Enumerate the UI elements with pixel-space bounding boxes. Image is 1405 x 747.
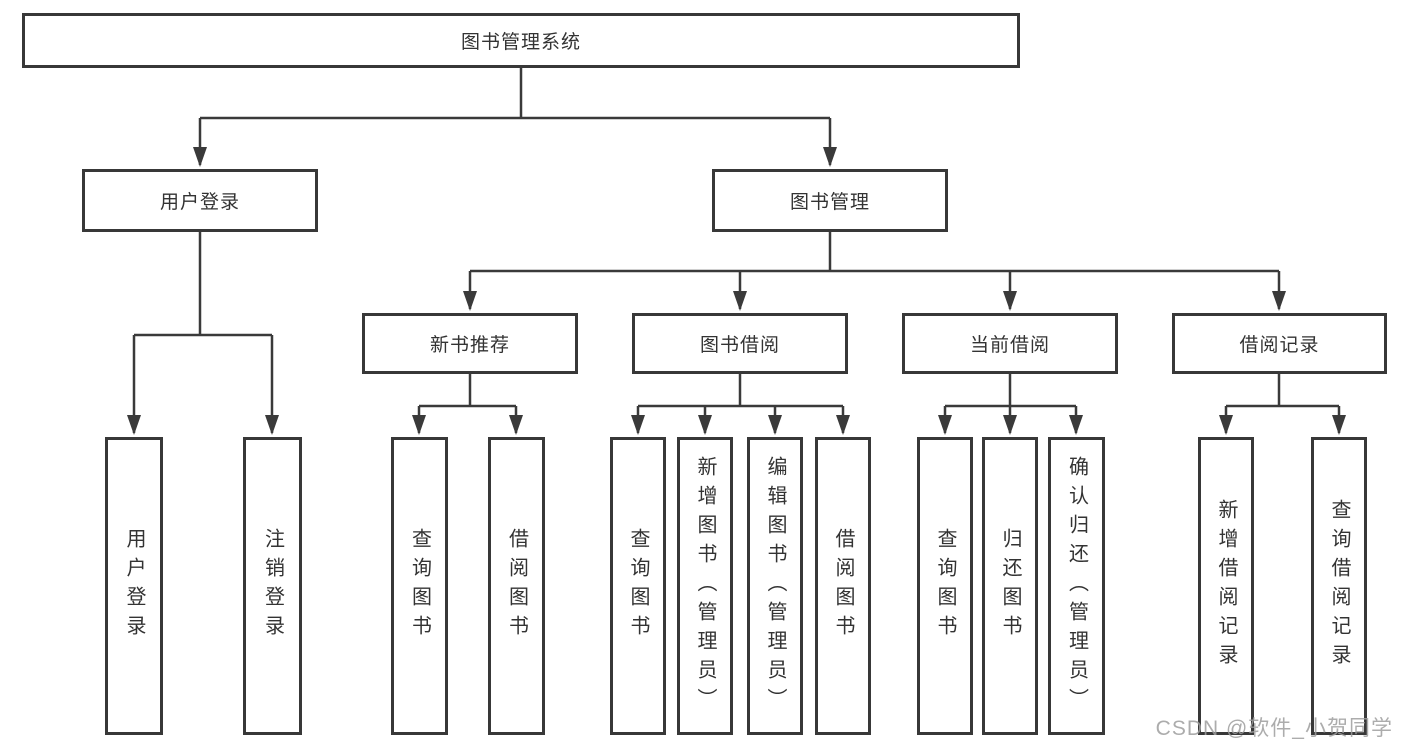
node-user-login-branch-label: 用户登录 bbox=[159, 192, 240, 213]
leaf-br-query-record-label: 查询借阅记录 bbox=[1328, 499, 1350, 673]
leaf-bb-add-book: 新增图书（管理员） bbox=[677, 437, 733, 735]
node-book-borrow-label: 图书借阅 bbox=[699, 335, 780, 356]
node-new-book-rec-label: 新书推荐 bbox=[429, 335, 510, 356]
node-book-mgmt-branch: 图书管理 bbox=[712, 169, 948, 232]
leaf-rec-query-book-label: 查询图书 bbox=[408, 528, 431, 644]
leaf-user-login-label: 用户登录 bbox=[123, 528, 145, 644]
node-borrow-records-label: 借阅记录 bbox=[1239, 335, 1320, 356]
leaf-cb-query-book: 查询图书 bbox=[917, 437, 973, 735]
leaf-bb-borrow-book: 借阅图书 bbox=[815, 437, 871, 735]
leaf-rec-query-book: 查询图书 bbox=[391, 437, 448, 735]
node-current-borrow: 当前借阅 bbox=[902, 313, 1118, 374]
node-book-borrow: 图书借阅 bbox=[632, 313, 848, 374]
csdn-watermark: CSDN @软件_小贺同学 bbox=[1155, 717, 1393, 740]
leaf-rec-borrow-book: 借阅图书 bbox=[488, 437, 545, 735]
leaf-bb-query-book-label: 查询图书 bbox=[627, 528, 649, 644]
leaf-cb-return-book-label: 归还图书 bbox=[999, 528, 1021, 644]
leaf-user-login: 用户登录 bbox=[105, 437, 163, 735]
leaf-logout: 注销登录 bbox=[243, 437, 302, 735]
leaf-bb-query-book: 查询图书 bbox=[610, 437, 666, 735]
node-user-login-branch: 用户登录 bbox=[82, 169, 318, 232]
node-new-book-rec: 新书推荐 bbox=[362, 313, 578, 374]
leaf-cb-return-book: 归还图书 bbox=[982, 437, 1038, 735]
leaf-br-add-record: 新增借阅记录 bbox=[1198, 437, 1254, 735]
leaf-bb-edit-book: 编辑图书（管理员） bbox=[747, 437, 803, 735]
node-root-system: 图书管理系统 bbox=[22, 13, 1020, 68]
node-root-label: 图书管理系统 bbox=[460, 32, 581, 53]
leaf-cb-query-book-label: 查询图书 bbox=[934, 528, 956, 644]
leaf-cb-confirm-return-label: 确认归还（管理员） bbox=[1065, 455, 1088, 717]
leaf-rec-borrow-book-label: 借阅图书 bbox=[505, 528, 528, 644]
node-book-mgmt-branch-label: 图书管理 bbox=[789, 192, 870, 213]
leaf-br-add-record-label: 新增借阅记录 bbox=[1215, 499, 1237, 673]
leaf-logout-label: 注销登录 bbox=[261, 528, 284, 644]
leaf-cb-confirm-return: 确认归还（管理员） bbox=[1048, 437, 1105, 735]
leaf-bb-borrow-book-label: 借阅图书 bbox=[832, 528, 854, 644]
leaf-bb-edit-book-label: 编辑图书（管理员） bbox=[764, 455, 786, 717]
leaf-bb-add-book-label: 新增图书（管理员） bbox=[694, 455, 716, 717]
node-current-borrow-label: 当前借阅 bbox=[969, 335, 1050, 356]
leaf-br-query-record: 查询借阅记录 bbox=[1311, 437, 1367, 735]
node-borrow-records: 借阅记录 bbox=[1172, 313, 1387, 374]
